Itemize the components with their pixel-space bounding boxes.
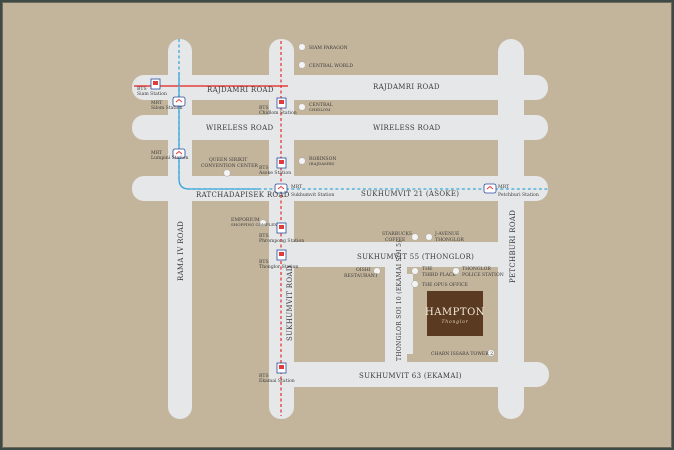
bts-thonglor-icon xyxy=(276,249,287,261)
label-petchburi-road: Petchburi Road xyxy=(509,210,517,283)
bts-ekamai-label-1: BTS xyxy=(259,373,269,379)
poi-dot-siam-paragon xyxy=(298,43,306,51)
road-sukhumvit55 xyxy=(269,242,524,267)
label-sukhumvit-road: Sukhumvit Road xyxy=(286,265,294,341)
road-sukhumvit63 xyxy=(269,362,549,387)
bts-phrompong-label-1: BTS xyxy=(259,233,269,239)
bts-thonglor-label-2: Thonglor Station xyxy=(259,264,298,270)
bts-chidlom-icon xyxy=(276,97,287,109)
poi-third-place-2: Third Place xyxy=(422,272,456,278)
mrt-petchburi-label-2: Petchburi Station xyxy=(498,192,539,198)
poi-emporium-2: Shopping Complex xyxy=(231,222,277,227)
hampton-logo xyxy=(427,291,483,336)
mrt-sukhumvit-icon xyxy=(274,183,288,194)
mrt-silom-label-1: MRT xyxy=(151,100,163,106)
label-sukhumvit55: Sukhumvit 55 (Thonglor) xyxy=(357,253,474,261)
road-ratchadapisek xyxy=(132,176,548,201)
bts-asoke-label-2: Asoke Station xyxy=(258,170,291,176)
poi-opus: The Opus Office xyxy=(422,282,468,288)
poi-central-world: Central World xyxy=(309,63,353,69)
bts-chidlom-label-1: BTS xyxy=(259,105,269,111)
mrt-lumpini-label-1: MRT xyxy=(151,150,163,156)
bts-chidlom-label-2: Chidlom Station xyxy=(259,110,297,116)
road-network xyxy=(132,39,549,419)
poi-dot-third-place xyxy=(411,267,419,275)
bts-phrompong-label-2: Phrompong Station xyxy=(259,238,304,244)
poi-dot-emporium xyxy=(259,219,267,227)
road-wireless xyxy=(132,115,548,140)
label-rajdamri-left: Rajdamri Road xyxy=(207,86,274,94)
road-thonglor-soi10 xyxy=(385,254,407,365)
poi-charn: Charn Issara Tower 2 xyxy=(431,351,493,357)
poi-starbucks-2: Coffee xyxy=(385,237,405,243)
label-sukhumvit21: Sukhumvit 21 (Asoke) xyxy=(361,190,459,198)
poi-oishi-1: Oishi xyxy=(356,267,371,273)
mrt-line-solid xyxy=(178,73,259,190)
poi-siam-paragon: Siam Paragon xyxy=(309,45,348,51)
poi-j-avenue-1: J-Avenue xyxy=(434,231,459,237)
poi-dot-central-chidlom xyxy=(298,103,306,111)
poi-j-avenue-2: Thonglor xyxy=(435,237,464,243)
bts-asoke-label-1: BTS xyxy=(259,165,269,171)
hampton-location: HAMPTON Thonglor xyxy=(425,291,485,336)
road-stub xyxy=(407,274,413,354)
poi-dot-charn xyxy=(487,349,495,357)
road-rajdamri xyxy=(132,75,548,100)
poi-dot-starbucks xyxy=(411,233,419,241)
bts-siam-label-2: Siam Station xyxy=(137,91,167,97)
poi-oishi-2: Restaurant xyxy=(344,273,379,279)
label-rama4: Rama IV Road xyxy=(177,221,185,281)
bts-siam-label-1: BTS xyxy=(137,86,147,92)
label-wireless-right: Wireless Road xyxy=(373,124,440,132)
mrt-silom-icon xyxy=(172,96,186,107)
poi-dot-thonglor-police xyxy=(452,267,460,275)
label-thonglor-soi10: Thonglor Soi 10 (Ekamai Soi 5) xyxy=(396,240,403,361)
poi-central-chidlom-2: Chidlom xyxy=(309,107,330,112)
map-canvas: BTS Siam Station MRT Silom Station BTS C… xyxy=(132,39,549,419)
hampton-tagline: Thonglor xyxy=(441,319,468,325)
poi-dot-central-world xyxy=(298,61,306,69)
poi-robinson-2: (Rajdamri) xyxy=(309,161,335,166)
bts-ekamai-label-2: Ekamai Station xyxy=(259,378,295,384)
poi-thonglor-police-1: Thonglor xyxy=(462,266,491,272)
mrt-petchburi-label-1: MRT xyxy=(498,184,510,190)
poi-robinson-1: Robinson xyxy=(309,156,336,162)
label-wireless-left: Wireless Road xyxy=(206,124,273,132)
mrt-sukhumvit-label-2: Sukhumvit Station xyxy=(291,192,334,198)
points-of-interest: Siam Paragon Central World Central Chidl… xyxy=(201,43,504,357)
road-labels: Rajdamri Road Rajdamri Road Wireless Roa… xyxy=(177,83,517,380)
mrt-lumpini-icon xyxy=(172,148,186,159)
bts-thonglor-label-1: BTS xyxy=(259,259,269,265)
station-icons xyxy=(150,78,497,374)
mrt-lumpini-label-2: Lumpini Station xyxy=(151,155,188,161)
poi-qsncc-1: Queen Sirikit xyxy=(209,157,248,163)
poi-dot-oishi xyxy=(373,267,381,275)
poi-thonglor-police-2: Police Station xyxy=(462,272,504,278)
bts-ekamai-icon xyxy=(276,362,287,374)
bts-phrompong-icon xyxy=(276,222,287,234)
poi-dot-robinson xyxy=(298,157,306,165)
bts-siam-icon xyxy=(150,78,161,90)
label-ratchadapisek: Ratchadapisek Road xyxy=(196,191,290,199)
poi-third-place-1: The xyxy=(422,266,432,272)
mrt-petchburi-icon xyxy=(483,183,497,194)
mrt-sukhumvit-label-1: MRT xyxy=(291,184,303,190)
station-labels: BTS Siam Station MRT Silom Station BTS C… xyxy=(137,86,539,384)
poi-emporium-1: Emporium xyxy=(231,217,260,223)
poi-qsncc-2: Convention Center xyxy=(201,163,258,169)
label-sukhumvit63: Sukhumvit 63 (Ekamai) xyxy=(359,372,462,380)
poi-dot-j-avenue xyxy=(425,233,433,241)
poi-dot-opus xyxy=(411,280,419,288)
poi-starbucks-1: Starbucks xyxy=(382,231,412,237)
poi-dot-qsncc xyxy=(223,169,231,177)
bts-asoke-icon xyxy=(276,157,287,169)
mrt-silom-label-2: Silom Station xyxy=(151,105,182,111)
hampton-name: HAMPTON xyxy=(425,307,485,318)
label-rajdamri-right: Rajdamri Road xyxy=(373,83,440,91)
poi-central-chidlom-1: Central xyxy=(309,102,333,108)
